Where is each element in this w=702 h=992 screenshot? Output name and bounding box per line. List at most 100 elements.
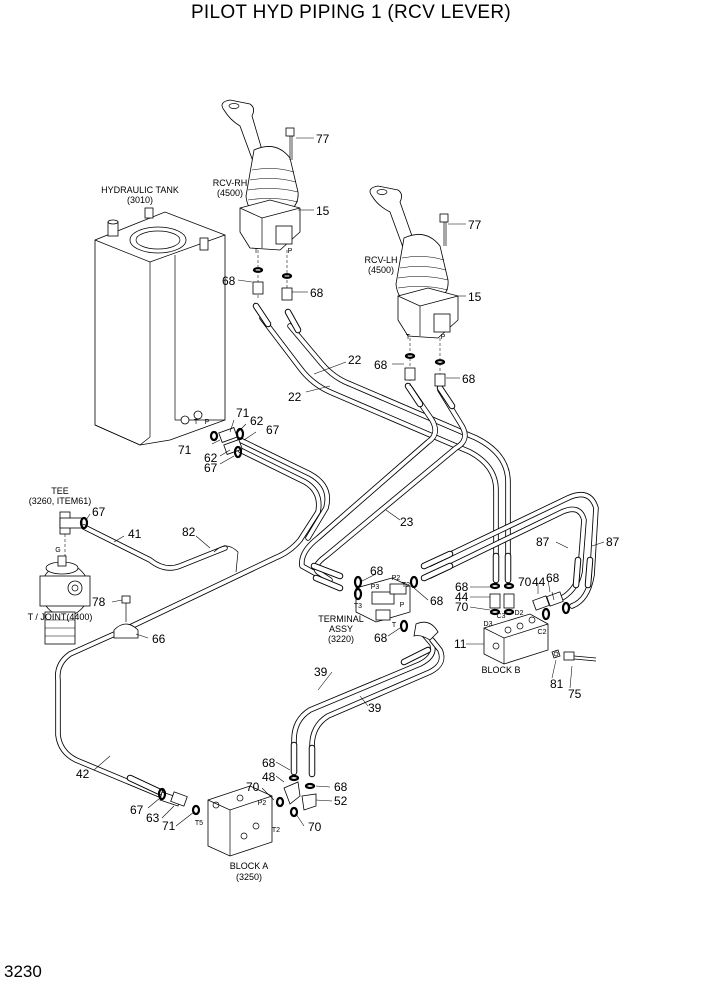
rcv-rh-lever: [221, 99, 301, 251]
t-joint: [39, 555, 91, 645]
leader-lines: [85, 137, 605, 827]
callout-number: 82: [182, 525, 196, 539]
callout-number: 67: [92, 505, 106, 519]
callout-number: 77: [468, 218, 482, 232]
hose-sleeves: [126, 302, 594, 796]
label-rcv-rh: RCV-RH: [213, 178, 248, 188]
page-number: 3230: [4, 962, 42, 981]
callout-number: 68: [374, 631, 388, 645]
callout-number: 67: [204, 461, 218, 475]
callout-number: 75: [568, 687, 582, 701]
callout-number: 39: [314, 665, 328, 679]
callout-number: 68: [374, 358, 388, 372]
callout-number: 68: [370, 564, 384, 578]
callout-number: 62: [204, 451, 218, 465]
callout-number: 68: [334, 780, 348, 794]
clamp-66: [113, 545, 239, 639]
port-label: P: [400, 602, 405, 609]
callout-number: 77: [316, 132, 330, 146]
callout-number: 15: [468, 290, 482, 304]
callouts: 77 15 68 68 77 15 68 68 22 22 71 62 67 7…: [76, 132, 620, 834]
label-hydraulic-tank-ref: (3010): [127, 195, 153, 205]
callout-number: 71: [162, 819, 176, 833]
port-label: C2: [538, 629, 547, 636]
callout-number: 68: [222, 274, 236, 288]
callout-number: 41: [128, 527, 142, 541]
rcv-fittings: [252, 250, 446, 387]
callout-number: 52: [334, 794, 348, 808]
port-label: C3: [497, 613, 506, 620]
label-terminal-assy: TERMINAL: [318, 614, 364, 624]
tee-fitting: [59, 511, 89, 556]
callout-number: 68: [462, 372, 476, 386]
port-label: P2: [392, 575, 401, 582]
callout-number: 87: [606, 535, 620, 549]
callout-number: 11: [454, 637, 467, 651]
block-b: [483, 582, 597, 665]
label-tee-ref: (3260, ITEM61): [29, 496, 92, 506]
port-label: T5: [195, 820, 203, 827]
callout-number: 68: [455, 580, 469, 594]
callout-number: 70: [246, 780, 260, 794]
callout-number: 66: [152, 632, 166, 646]
port-label: P2: [258, 800, 267, 807]
port-label: P: [288, 248, 293, 255]
port-label: D3: [484, 621, 493, 628]
port-labels: T P T P T P P3 T3 P2 T2 P T D3 C3 D2 C2 …: [55, 248, 546, 834]
callout-number: 39: [368, 701, 382, 715]
callout-number: 42: [76, 767, 90, 781]
label-tee: TEE: [51, 486, 69, 496]
callout-number: 71: [236, 406, 250, 420]
label-rcv-lh-ref: (4500): [368, 265, 394, 275]
callout-number: 63: [146, 811, 160, 825]
label-terminal-assy-2: ASSY: [329, 624, 353, 634]
label-hydraulic-tank: HYDRAULIC TANK: [101, 185, 179, 195]
label-t-joint: T / JOINT(4400): [28, 612, 93, 622]
callout-number: 68: [546, 571, 560, 585]
label-terminal-assy-ref: (3220): [328, 634, 354, 644]
port-label: P3: [371, 584, 380, 591]
callout-number: 87: [536, 535, 550, 549]
callout-number: 44: [532, 575, 546, 589]
label-rcv-rh-ref: (4500): [217, 188, 243, 198]
callout-number: 68: [262, 756, 276, 770]
label-rcv-lh: RCV-LH: [364, 255, 397, 265]
callout-number: 15: [316, 204, 330, 218]
port-label: T: [194, 419, 199, 426]
port-label: T2: [402, 582, 410, 589]
callout-number: 81: [550, 677, 564, 691]
callout-number: 48: [262, 770, 276, 784]
callout-number: 71: [178, 443, 192, 457]
callout-number: 62: [250, 414, 264, 428]
port-label: T: [392, 622, 397, 629]
page-title: PILOT HYD PIPING 1 (RCV LEVER): [190, 2, 512, 23]
port-label: T2: [272, 827, 280, 834]
port-label: P: [205, 419, 210, 426]
callout-number: 67: [130, 803, 144, 817]
callout-number: 70: [455, 600, 469, 614]
label-block-b: BLOCK B: [481, 665, 520, 675]
callout-number: 23: [400, 515, 414, 529]
terminal-assy: [353, 575, 439, 641]
component-labels: HYDRAULIC TANK (3010) RCV-RH (4500) RCV-…: [28, 178, 521, 882]
label-block-a: BLOCK A: [230, 861, 269, 871]
callout-number: 22: [348, 353, 362, 367]
callout-number: 68: [430, 594, 444, 608]
port-label: G: [55, 547, 60, 554]
port-label: T3: [354, 603, 362, 610]
hydraulic-tank: [94, 207, 226, 446]
port-label: T: [254, 248, 259, 255]
port-label: T: [406, 334, 411, 341]
rcv-lh-lever: [369, 185, 459, 339]
callout-number: 68: [310, 286, 324, 300]
callout-number: 70: [308, 820, 322, 834]
callout-number: 78: [92, 595, 106, 609]
port-label: P: [441, 334, 446, 341]
port-label: D2: [515, 610, 524, 617]
bolt-77-rh: [285, 127, 295, 160]
block-a: [157, 774, 317, 857]
callout-number: 22: [288, 390, 302, 404]
callout-number: 70: [518, 575, 532, 589]
callout-number: 44: [455, 590, 469, 604]
